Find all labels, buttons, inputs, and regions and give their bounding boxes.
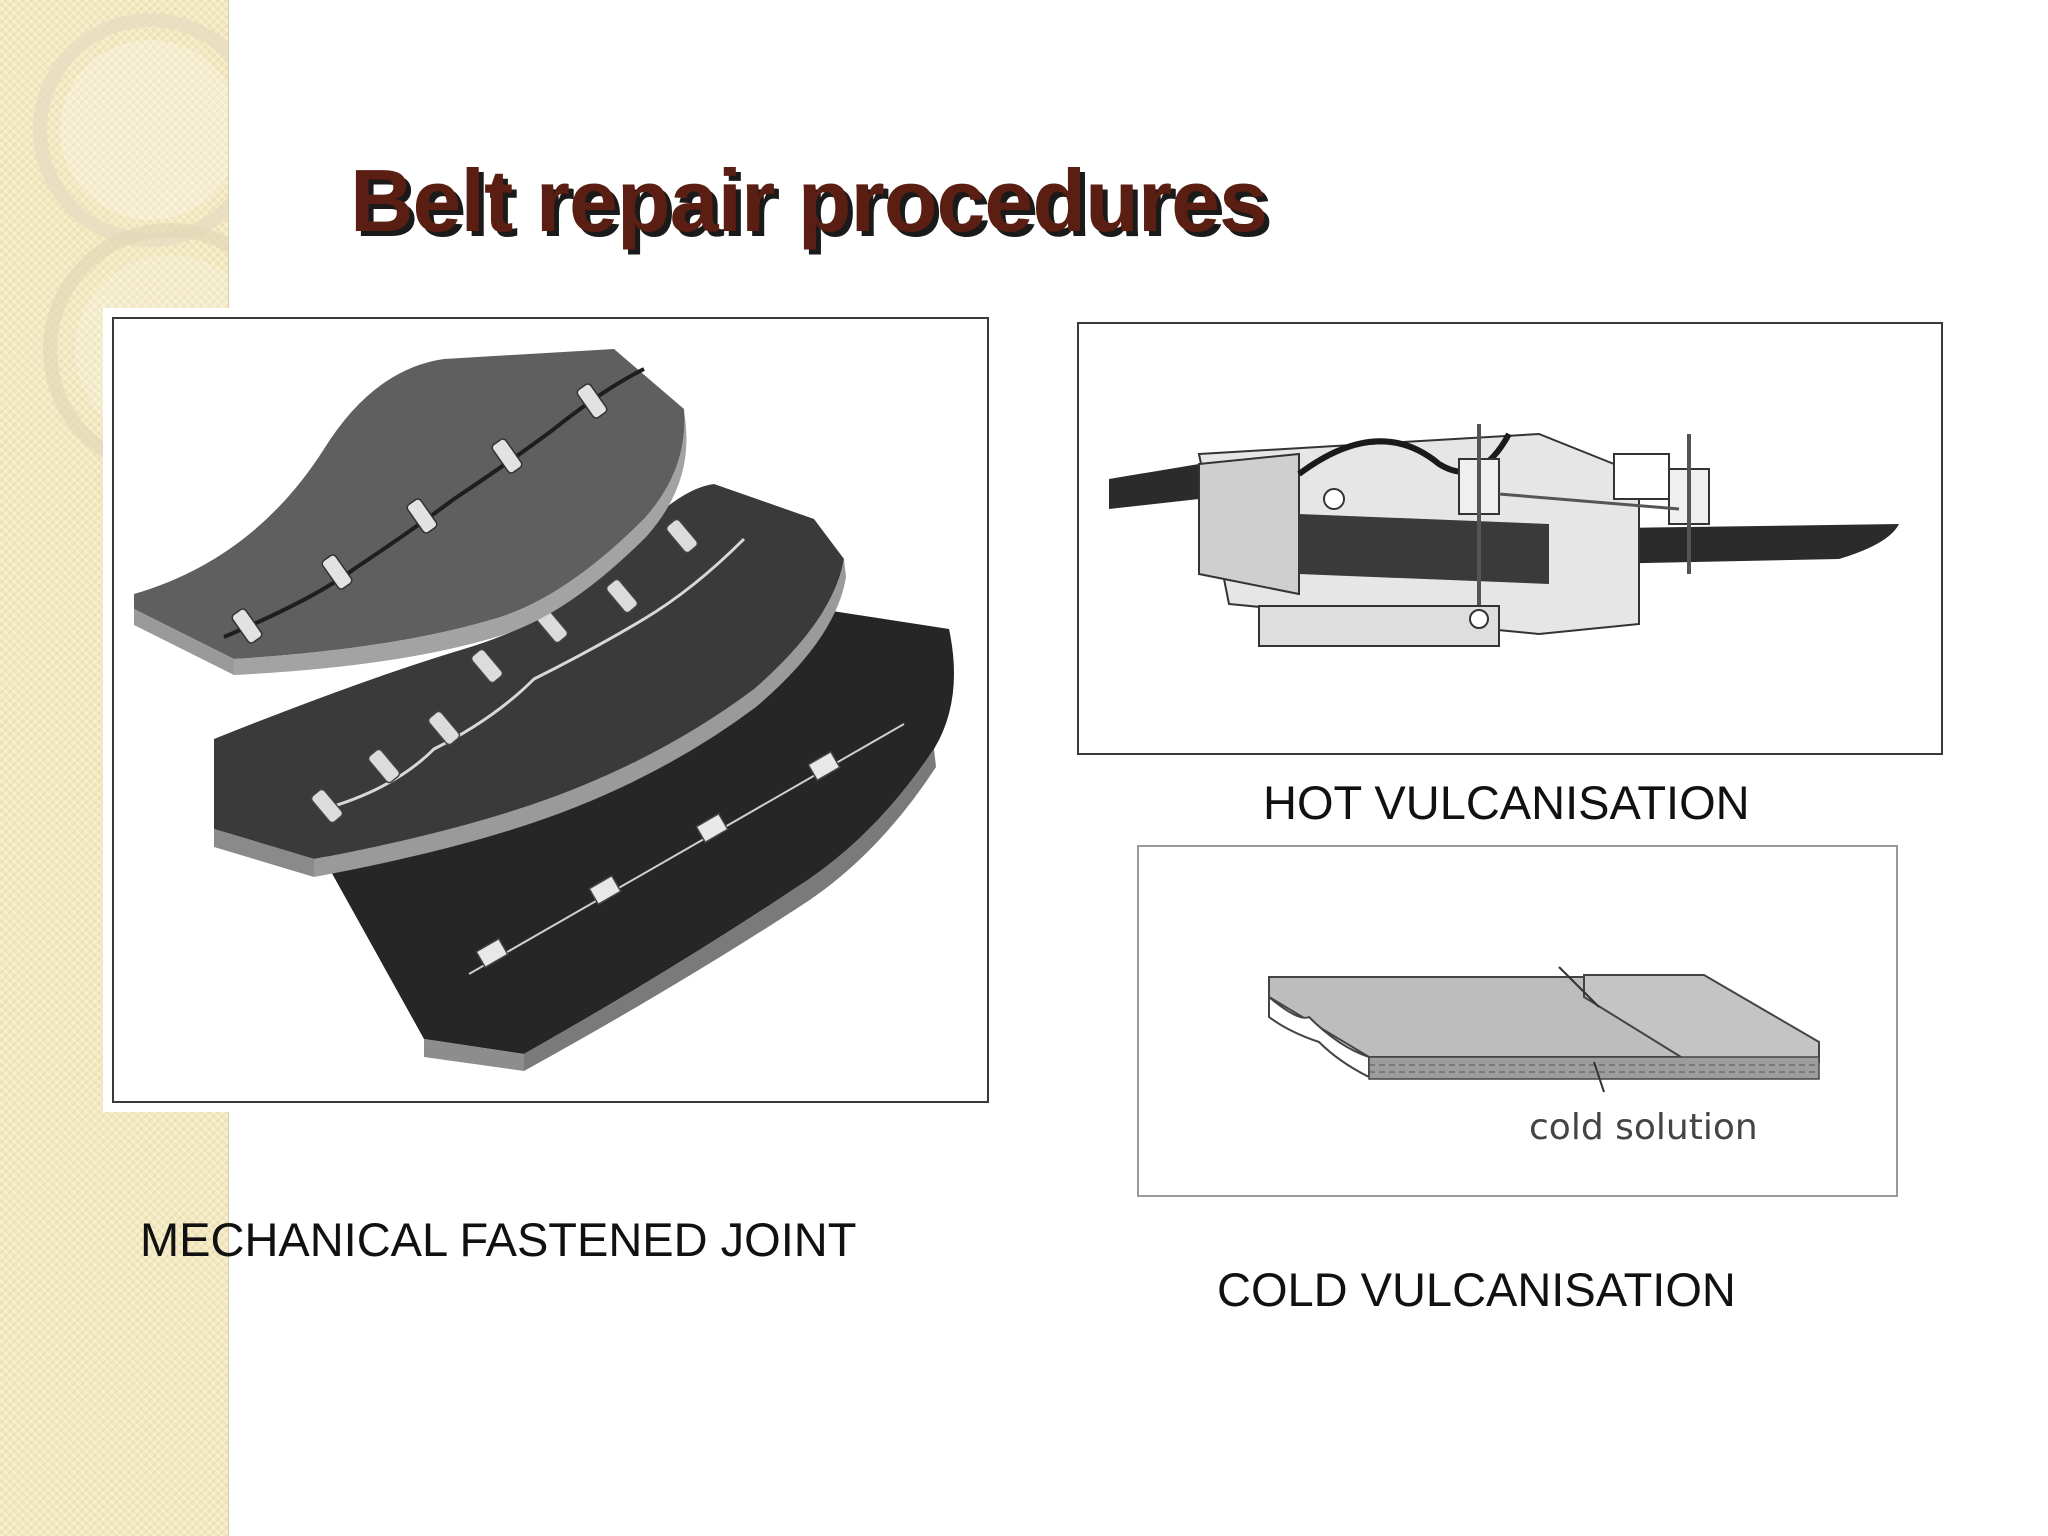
mechanical-joint-figure [103,308,998,1112]
hot-vulcanisation-caption: HOT VULCANISATION [1263,776,1750,829]
plate-fastener-icon [310,518,699,824]
slide-title: Belt repair procedures [350,151,1268,250]
cold-splice-illustration: cold solution [1268,966,1820,1148]
cold-solution-label: cold solution [1529,1107,1758,1148]
vulcanising-press-illustration [1109,424,1899,647]
hot-vulcanisation-figure [1077,322,1943,755]
rivet-fastener-icon [231,383,608,644]
mechanical-joint-caption: MECHANICAL FASTENED JOINT [140,1213,857,1266]
cold-vulcanisation-caption: COLD VULCANISATION [1217,1263,1736,1316]
control-panel-icon [1613,453,1670,500]
cold-vulcanisation-figure: cold solution [1137,845,1898,1197]
hinge-fastener-icon [475,750,841,969]
mechanical-joint-illustration [134,349,954,1071]
